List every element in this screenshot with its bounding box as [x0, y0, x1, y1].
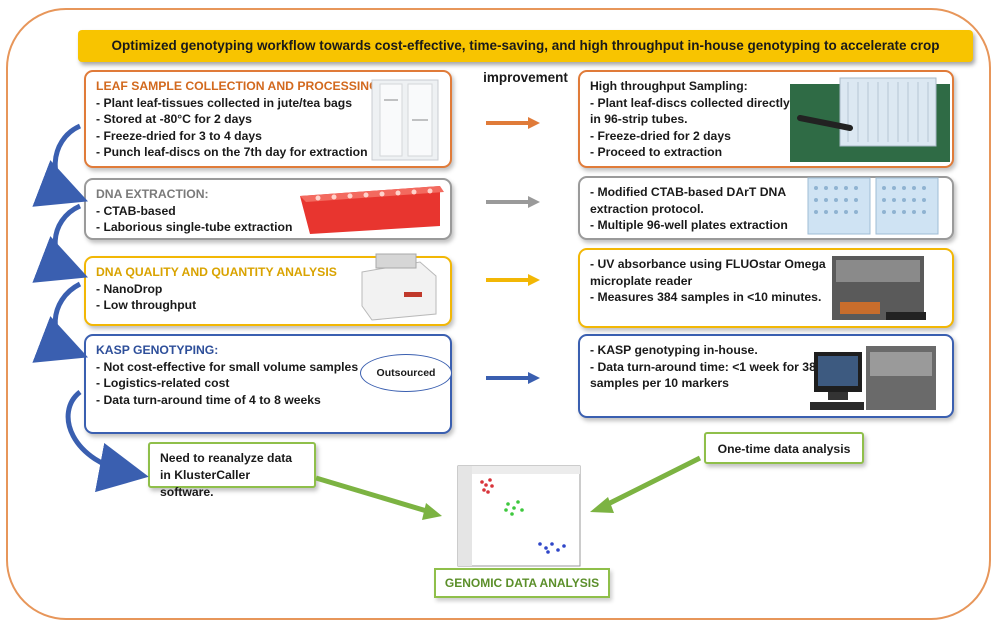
arrow-quantification: [486, 274, 540, 286]
leaf-sample-item: Freeze-dried for 3 to 4 days: [96, 128, 440, 145]
leaf-sample-item: Stored at -80°C for 2 days: [96, 111, 440, 128]
modified-ctab-item: Multiple 96-well plates extraction: [590, 217, 820, 234]
kasp-genotyping-title: KASP GENOTYPING:: [96, 343, 219, 357]
kasp-inhouse-item: Data turn-around time: <1 week for 384 s…: [590, 359, 830, 392]
genomic-data-analysis-box: GENOMIC DATA ANALYSIS: [434, 568, 610, 598]
outer-frame: [6, 8, 991, 620]
kasp-genotyping-item: Logistics-related cost: [96, 375, 440, 392]
kasp-genotyping-box: KASP GENOTYPING: Not cost-effective for …: [84, 334, 452, 434]
well-plates-image: [807, 177, 939, 235]
high-throughput-item: Freeze-dried for 2 days: [590, 128, 800, 145]
tube-rack-image: [300, 186, 444, 234]
high-throughput-title: High throughput Sampling:: [590, 79, 748, 93]
workflow-banner: Optimized genotyping workflow towards co…: [78, 30, 973, 85]
leaf-sample-item: Punch leaf-discs on the 7th day for extr…: [96, 144, 440, 161]
kasp-genotyping-item: Not cost-effective for small volume samp…: [96, 359, 440, 376]
green-arrow-left: [315, 475, 442, 520]
kasp-inhouse-item: KASP genotyping in-house.: [590, 342, 830, 359]
kasp-system-image: [810, 346, 936, 410]
outsourced-oval: Outsourced: [360, 354, 452, 392]
uv-absorbance-item: Measures 384 samples in <10 minutes.: [590, 289, 840, 306]
arrow-extraction: [486, 196, 540, 208]
reanalyze-text: Need to reanalyze data in KlusterCaller …: [160, 451, 293, 499]
high-throughput-item: Plant leaf-discs collected directly in 9…: [590, 95, 800, 128]
dna-extraction-item: CTAB-based: [96, 203, 440, 220]
leaf-sample-title: LEAF SAMPLE COLLECTION AND PROCESSING:: [96, 79, 383, 93]
plate-reader-image: [832, 256, 926, 320]
leaf-sample-item: Plant leaf-tissues collected in jute/tea…: [96, 95, 440, 112]
arrow-sampling: [486, 117, 540, 129]
leaf-bags-image: [371, 79, 439, 161]
green-arrow-right: [590, 455, 702, 513]
curved-flow-arrows: [32, 123, 149, 493]
high-throughput-item: Proceed to extraction: [590, 144, 800, 161]
dna-extraction-title: DNA EXTRACTION:: [96, 187, 209, 201]
nanodrop-image: [361, 253, 437, 321]
strip-tubes-image: [790, 77, 950, 162]
dna-quality-item: NanoDrop: [96, 281, 440, 298]
dna-quality-title: DNA QUALITY AND QUANTITY ANALYSIS: [96, 265, 337, 279]
uv-absorbance-item: UV absorbance using FLUOstar Omega micro…: [590, 256, 840, 289]
dna-quality-item: Low throughput: [96, 297, 440, 314]
modified-ctab-item: Modified CTAB-based DArT DNA extraction …: [590, 184, 820, 217]
genotype-scatter-image: [457, 465, 581, 567]
reanalyze-box: Need to reanalyze data in KlusterCaller …: [148, 442, 316, 499]
dna-extraction-item: Laborious single-tube extraction: [96, 219, 440, 236]
one-time-analysis-box: One-time data analysis: [704, 432, 864, 464]
kasp-genotyping-item: Data turn-around time of 4 to 8 weeks: [96, 392, 440, 409]
one-time-analysis-text: One-time data analysis: [717, 442, 851, 456]
arrow-genotyping: [486, 372, 540, 384]
